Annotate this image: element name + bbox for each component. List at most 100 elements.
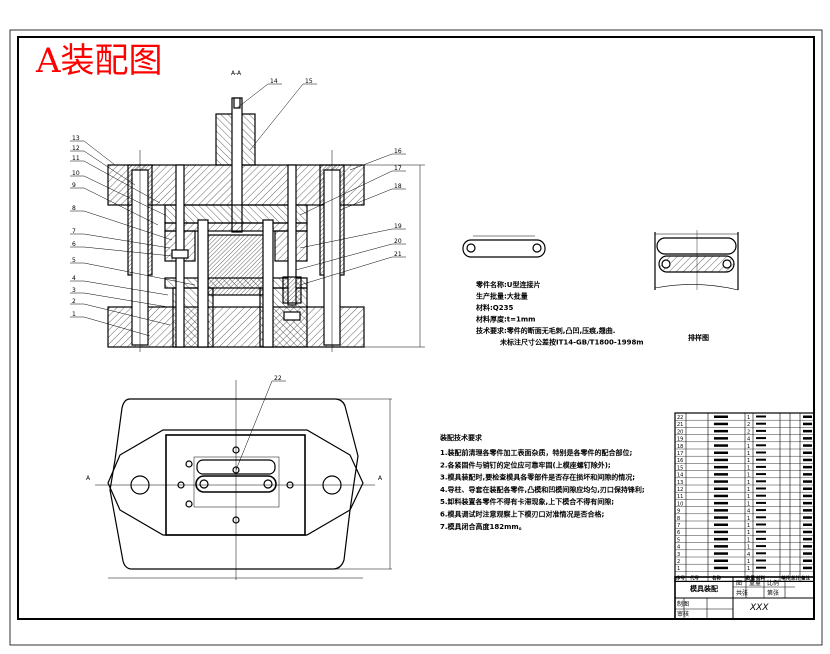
part-info-block: 零件名称:U型连接片生产批量:大批量材料:Q235材料厚度:t=1mm技术要求:… xyxy=(475,280,644,347)
part-number: 12 xyxy=(677,487,683,493)
part-name-text xyxy=(714,566,728,570)
part-remark-text xyxy=(803,516,812,519)
title-block-label-figure: 图 xyxy=(736,580,742,587)
part-material-text xyxy=(756,530,766,533)
leader-line xyxy=(299,256,393,286)
part-qty: 1 xyxy=(747,494,750,500)
part-name-text xyxy=(714,444,728,447)
section-view xyxy=(107,97,425,352)
part-name-text xyxy=(714,480,728,483)
title-block-checked: 审核 xyxy=(677,610,689,618)
part-qty: 1 xyxy=(747,530,750,536)
leader-line xyxy=(83,150,136,186)
layout-caption: 排样图 xyxy=(688,333,709,342)
part-label-13: 13 xyxy=(72,135,80,142)
requirement-item: 7.模具闭合高度182mm。 xyxy=(440,522,526,531)
part-info-line: 材料厚度:t=1mm xyxy=(475,315,535,324)
requirement-item: 1.装配前清理各零件加工表面杂质，特别是各零件的配合部位; xyxy=(440,448,633,457)
part-qty: 1 xyxy=(747,487,750,493)
part-info-line: 材料:Q235 xyxy=(475,303,513,312)
part-info-line: 未标注尺寸公差按IT14-GB/T1800-1998m xyxy=(500,338,644,347)
part-material-text xyxy=(756,422,766,425)
part-name-text xyxy=(714,458,728,462)
part-remark-text xyxy=(803,530,812,534)
title-block-sheet-no-unit: 张 xyxy=(773,589,779,597)
part-name-text xyxy=(714,473,728,476)
leader-line xyxy=(83,280,169,296)
strip-layout xyxy=(654,230,739,291)
part-material-text xyxy=(756,465,766,468)
part-label-15: 15 xyxy=(305,78,313,85)
part-label-21: 21 xyxy=(394,251,402,258)
part-remark-text xyxy=(803,451,812,454)
leader-line xyxy=(83,187,159,226)
parts-list-header: 名称 xyxy=(712,574,721,581)
title-block-name: 模具装配 xyxy=(690,584,718,593)
part-material-text xyxy=(756,480,766,483)
section-mark-right: A xyxy=(378,475,383,482)
part-info-line: 生产批量:大批量 xyxy=(476,292,528,301)
title-block-label-scale: 比例 xyxy=(767,579,779,587)
part-material-text xyxy=(756,429,766,432)
part-remark-text xyxy=(803,429,812,433)
part-remark-text xyxy=(803,480,812,483)
part-info-line: 零件名称:U型连接片 xyxy=(475,280,540,289)
part-name-text xyxy=(714,487,728,490)
title-block-drawn: 制图 xyxy=(677,600,689,608)
part-name-text xyxy=(714,422,728,426)
parts-list-row: 12 1 xyxy=(675,487,814,493)
part-remark-text xyxy=(803,559,812,562)
part-qty: 1 xyxy=(747,501,750,507)
requirement-item: 5.卸料装置各零件不得有卡滞现象,上下模合不得有间隙; xyxy=(440,497,614,506)
parts-list-header: 代号 xyxy=(689,574,699,581)
part-name-text xyxy=(714,516,728,519)
part-qty: 1 xyxy=(747,480,750,486)
part-number: 15 xyxy=(677,465,683,471)
requirement-item: 3.模具装配时,要检查模具各零部件是否存在损坏和间隙的情况; xyxy=(440,473,635,482)
part-remark-text xyxy=(803,494,812,498)
part-qty: 4 xyxy=(747,509,750,515)
part-label-2: 2 xyxy=(72,298,76,305)
part-number: 19 xyxy=(677,437,683,443)
title-block-label-weight: 重量 xyxy=(749,579,761,587)
leader-line xyxy=(83,175,166,216)
part-label-19: 19 xyxy=(394,223,402,230)
part-name-text xyxy=(714,523,728,526)
leader-line xyxy=(235,380,273,471)
leader-line xyxy=(299,228,393,249)
part-material-text xyxy=(756,451,766,454)
part-material-text xyxy=(756,415,766,418)
part-name-text xyxy=(714,465,728,469)
parts-list-row: 10 1 xyxy=(675,501,814,507)
part-name-text xyxy=(714,494,728,498)
part-qty: 2 xyxy=(747,429,750,435)
part-remark-text xyxy=(803,444,812,447)
parts-list-header: 备注 xyxy=(800,574,810,581)
part-number: 10 xyxy=(677,501,683,507)
leader-line xyxy=(299,170,393,216)
leader-line xyxy=(83,160,161,204)
part-name-text xyxy=(714,501,728,505)
part-material-text xyxy=(756,501,766,504)
part-remark-text xyxy=(803,487,812,490)
part-label-12: 12 xyxy=(72,145,80,152)
part-drawing xyxy=(462,235,546,258)
section-label: A-A xyxy=(231,70,242,77)
leader-line xyxy=(83,292,169,308)
leader-line xyxy=(83,303,171,326)
part-label-8: 8 xyxy=(72,205,76,212)
part-label-5: 5 xyxy=(72,257,76,264)
part-material-text xyxy=(756,559,766,562)
part-number: 16 xyxy=(677,458,683,464)
part-material-text xyxy=(756,537,766,540)
part-label-20: 20 xyxy=(394,238,402,245)
